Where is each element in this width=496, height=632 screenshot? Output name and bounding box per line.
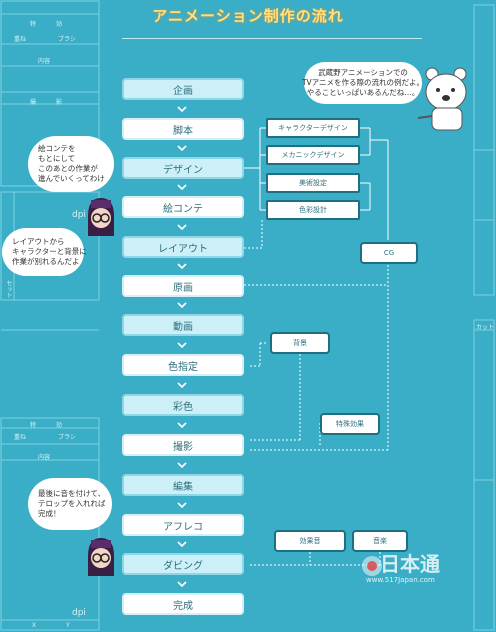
conte-speech-line: このあとの作業が [38,164,98,173]
cg-box: CG [360,242,418,264]
girl-character-icon [88,198,114,236]
step-design: デザイン [122,157,244,179]
sheet-label-dpi-top: dpi [72,210,86,220]
sheet-label-satsu: 撮 [30,99,37,106]
step-ekonte: 絵コンテ [122,196,244,218]
bear-speech-bubble: 武蔵野アニメーションでの TVアニメを作る際の流れの例だよ。 やることいっぱいあ… [301,62,425,104]
layout-speech-bubble: レイアウトから キャラクターと背景に 作業が別れるんだよ [2,228,87,276]
step-douga: 動画 [122,314,244,336]
down-arrow-icon [177,184,187,191]
down-arrow-icon [177,342,187,349]
design-item-character: キャラクターデザイン [266,118,360,138]
watermark-url: www.517Japan.com [366,576,435,584]
bear-mascot-icon [418,67,467,131]
sheet-label-dpi-bottom: dpi [72,608,86,618]
sheet-label-set: セット [5,280,12,298]
layout-speech-line: 作業が別れるんだよ [12,257,80,266]
sound-effects-box: 効果音 [274,530,346,552]
sheet-label-x: X [32,622,37,629]
down-arrow-icon [177,422,187,429]
sheet-label-brush: ブラシ [58,36,76,43]
conte-speech-bubble: 絵コンテを もとにして このあとの作業が 進んでいくってわけ [28,136,114,192]
down-arrow-icon [177,106,187,113]
page-title: アニメーション制作の流れ [152,7,344,25]
background-box: 背景 [270,332,330,354]
layout-speech-line: レイアウトから [12,237,65,246]
girl-character-icon [88,538,114,576]
bear-speech-line: 武蔵野アニメーションでの [318,68,408,77]
watermark-logo-icon [362,556,382,576]
step-dubbing: ダビング [122,553,244,575]
sheet-label-cut: カット [476,324,495,331]
down-arrow-icon [177,145,187,152]
down-arrow-icon [177,263,187,270]
sheet-label-toku: 特 [30,21,37,28]
sheet-label-ei: 影 [56,99,63,106]
design-item-color-design: 色彩設計 [266,200,360,220]
special-effects-box: 特殊効果 [320,413,380,435]
layout-speech-line: キャラクターと背景に [12,247,87,256]
design-item-art-setting: 美術設定 [266,173,360,193]
watermark-logo: 日本通 [380,552,440,576]
sheet-label-kou: 効 [56,21,63,28]
step-kansei: 完成 [122,593,244,615]
step-kikaku: 企画 [122,78,244,100]
dubbing-speech-line: 最後に音を付けて、 [38,489,106,498]
down-arrow-icon [177,302,187,309]
sheet-label-kasane: 重ね [14,36,27,43]
down-arrow-icon [177,382,187,389]
step-genga: 原画 [122,275,244,297]
sheet-label-kou-bottom: 効 [56,422,63,429]
dubbing-speech-bubble: 最後に音を付けて、 テロップを入れれば 完成！ [28,478,112,530]
down-arrow-icon [177,502,187,509]
step-ironshitei: 色指定 [122,354,244,376]
step-satsuei: 撮影 [122,434,244,456]
dubbing-speech-line: テロップを入れれば [38,499,106,508]
step-henshu: 編集 [122,474,244,496]
step-kyakuhon: 脚本 [122,118,244,140]
sheet-label-brush-bottom: ブラシ [58,434,76,441]
conte-speech-line: 進んでいくってわけ [38,174,105,183]
step-layout: レイアウト [122,236,244,258]
dubbing-speech-line: 完成！ [38,509,61,518]
bear-speech-line: TVアニメを作る際の流れの例だよ。 [301,78,425,87]
sheet-label-kasane-bottom: 重ね [14,434,27,441]
down-arrow-icon [177,224,187,231]
title-underline [122,38,422,39]
down-arrow-icon [177,541,187,548]
design-item-mechanic: メカニックデザイン [266,145,360,165]
sheet-label-y: Y [66,622,70,629]
sheet-label-toku-bottom: 特 [30,422,37,429]
conte-speech-line: もとにして [38,154,76,163]
step-afureko: アフレコ [122,514,244,536]
bear-speech-line: やることいっぱいあるんだね…。 [306,88,420,97]
step-saishoku: 彩色 [122,394,244,416]
down-arrow-icon [177,462,187,469]
sheet-label-naiyou-bottom: 内容 [38,454,51,461]
music-box: 音楽 [352,530,408,552]
down-arrow-icon [177,581,187,588]
conte-speech-line: 絵コンテを [38,144,76,153]
sheet-label-naiyou: 内容 [38,58,51,65]
